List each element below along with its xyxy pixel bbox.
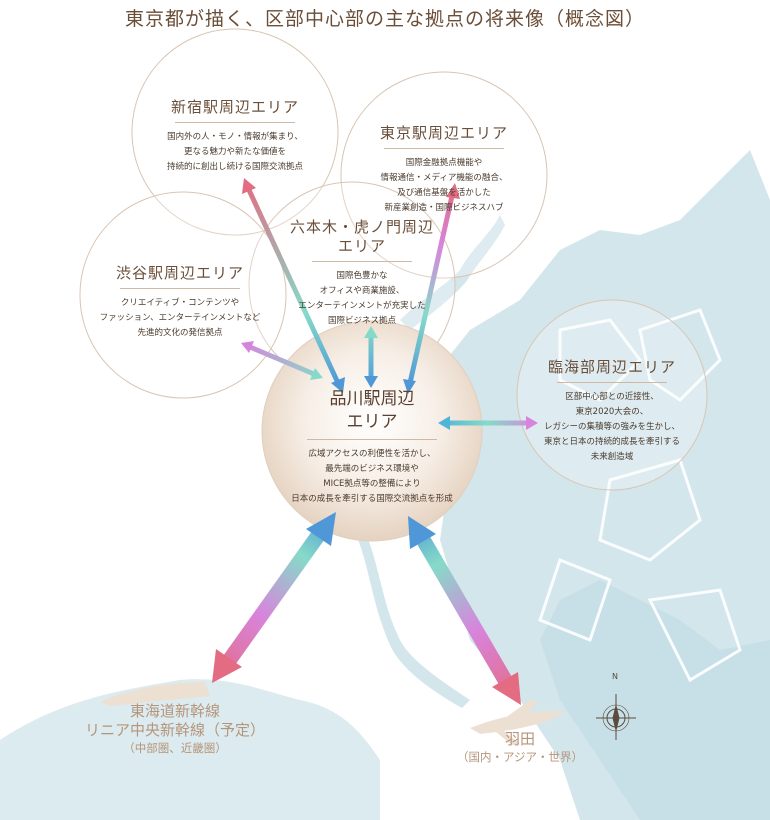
shinagawa-area: 品川駅周辺 エリア 広域アクセスの利便性を活かし、 最先端のビジネス環境や MI…: [272, 388, 472, 507]
shinkansen-line2: リニア中央新幹線（予定）: [84, 721, 265, 739]
divider: [557, 382, 667, 383]
shibuya-area: 渋谷駅周辺エリア クリエイティブ・コンテンツや ファッション、エンターテインメン…: [80, 262, 280, 341]
shibuya-area-desc: クリエイティブ・コンテンツや ファッション、エンターテインメントなど 先進的文化…: [99, 298, 261, 338]
tokyo-bay-water: [0, 150, 770, 820]
divider: [312, 261, 412, 262]
shinkansen-train-icon: [100, 682, 210, 706]
land-outlines: [538, 308, 742, 683]
divider: [307, 439, 437, 440]
haneda-destination: 羽田 （国内・アジア・世界）: [440, 730, 600, 765]
tokyo-area-name: 東京駅周辺エリア: [379, 124, 508, 142]
roppongi-area-name: 六本木・虎ノ門周辺 エリア: [289, 218, 434, 255]
tokyo-area: 東京駅周辺エリア 国際金融拠点機能や 情報通信・メディア機能の融合、 及び通信基…: [344, 122, 544, 216]
haneda-sub: （国内・アジア・世界）: [456, 750, 584, 764]
shinkansen-destination: 東海道新幹線 リニア中央新幹線（予定） （中部圏、近畿圏）: [60, 702, 290, 756]
shibuya-area-name: 渋谷駅周辺エリア: [115, 264, 244, 282]
roppongi-area: 六本木・虎ノ門周辺 エリア 国際色豊かな オフィスや商業施設、 エンターテインメ…: [262, 218, 462, 329]
shinagawa-area-name: 品川駅周辺 エリア: [329, 389, 415, 432]
shinjuku-area: 新宿駅周辺エリア 国内外の人・モノ・情報が集まり、 更なる魅力や新たな価値を 持…: [140, 96, 330, 175]
arrow-to-haneda: [408, 516, 521, 705]
airplane-icon: [470, 700, 565, 745]
arrow-to-shinjuku: [242, 178, 345, 393]
connection-arrows: [212, 178, 538, 705]
divider: [175, 122, 295, 123]
tokyo-circle: [340, 71, 548, 279]
arrow-to-shinkansen: [212, 512, 336, 683]
rinkai-area: 臨海部周辺エリア 区部中心部との近接性、 東京2020大会の、 レガシーの集積等…: [522, 356, 702, 465]
compass-icon: [596, 694, 636, 740]
tokyo-area-desc: 国際金融拠点機能や 情報通信・メディア機能の融合、 及び通信基盤を活かした 新産…: [380, 158, 508, 213]
shibuya-circle: [79, 191, 287, 399]
shinjuku-area-name: 新宿駅周辺エリア: [170, 98, 299, 116]
page-title: 東京都が描く、区部中心部の主な拠点の将来像（概念図）: [124, 8, 645, 30]
shinjuku-circle: [131, 28, 339, 236]
rinkai-circle: [516, 299, 708, 491]
divider: [120, 288, 240, 289]
shinagawa-area-desc: 広域アクセスの利便性を活かし、 最先端のビジネス環境や MICE拠点等の整備によ…: [291, 449, 453, 504]
rinkai-area-name: 臨海部周辺エリア: [547, 358, 676, 376]
haneda-line1: 羽田: [504, 730, 535, 748]
roppongi-area-desc: 国際色豊かな オフィスや商業施設、 エンターテインメントが充実した 国際ビジネス…: [298, 271, 426, 326]
area-circles: [79, 28, 708, 491]
compass-north-label: N: [612, 672, 618, 681]
arrow-to-roppongi: [364, 326, 378, 388]
shinjuku-area-desc: 国内外の人・モノ・情報が集まり、 更なる魅力や新たな価値を 持続的に創出し続ける…: [166, 132, 303, 172]
arrow-to-rinkai: [438, 416, 538, 430]
arrow-to-tokyo: [403, 183, 460, 394]
rinkai-area-desc: 区部中心部との近接性、 東京2020大会の、 レガシーの集積等の強みを生かし、 …: [543, 392, 680, 462]
shinkansen-line1: 東海道新幹線: [129, 702, 220, 720]
divider: [384, 148, 504, 149]
arrow-to-shibuya: [241, 341, 323, 380]
shinkansen-sub: （中部圏、近畿圏）: [123, 741, 227, 755]
